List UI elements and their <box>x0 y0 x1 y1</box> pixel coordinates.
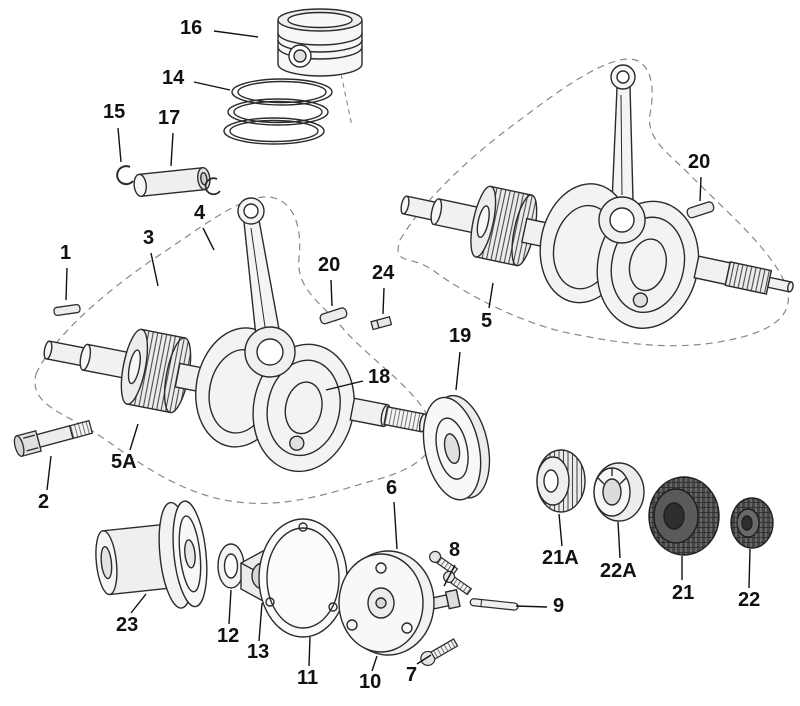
callout-23: 23 <box>116 614 139 636</box>
callout-21: 21 <box>672 582 695 604</box>
callout-14: 14 <box>162 67 185 89</box>
woodruff-key-drawing <box>53 303 81 317</box>
cover-plate-drawing <box>338 550 461 656</box>
hub-drawing <box>95 500 208 609</box>
circlip-2-drawing <box>204 177 221 196</box>
callout-12: 12 <box>217 625 240 647</box>
dowel-pin-left-drawing <box>319 307 348 325</box>
callout-15: 15 <box>103 101 126 123</box>
callout-6: 6 <box>386 477 398 499</box>
clip-drawing <box>370 316 393 331</box>
callout-18: 18 <box>368 366 391 388</box>
callout-2: 2 <box>38 491 50 513</box>
callout-3: 3 <box>143 227 155 249</box>
gasket-drawing <box>258 518 348 638</box>
callout-24: 24 <box>372 262 395 284</box>
callout-4: 4 <box>194 202 206 224</box>
callout-22a: 22A <box>600 560 637 582</box>
dashed-outline-left-assembly <box>34 196 434 505</box>
gear-22-drawing <box>730 497 774 549</box>
pin-9-drawing <box>469 598 519 611</box>
dashed-outline-right-assembly <box>340 58 789 347</box>
dowel-pin-right-drawing <box>686 201 715 219</box>
callout-17: 17 <box>158 107 181 129</box>
washer-drawing <box>217 543 245 589</box>
circlip-drawing <box>116 165 134 186</box>
callout-8: 8 <box>449 539 461 561</box>
leader-lines <box>46 30 751 672</box>
callout-11: 11 <box>297 667 319 689</box>
callout-10: 10 <box>359 671 382 693</box>
drive-plate-drawing <box>422 394 491 501</box>
gear-21-drawing <box>648 476 720 556</box>
gear-21a-drawing <box>536 449 586 513</box>
rod-big-end-right-drawing <box>598 196 646 244</box>
connecting-rod-right-drawing <box>610 64 636 204</box>
callout-13: 13 <box>247 641 270 663</box>
callout-16: 16 <box>180 17 203 39</box>
callout-22: 22 <box>738 589 761 611</box>
callout-7: 7 <box>406 664 418 686</box>
crankshaft-right-drawing <box>400 183 794 329</box>
piston-drawing <box>277 8 363 77</box>
piston-rings-drawing <box>223 78 333 145</box>
clutch-22a-drawing <box>593 462 645 522</box>
callout-19: 19 <box>449 325 472 347</box>
callout-20-right: 20 <box>688 151 711 173</box>
screw-7-drawing <box>420 638 459 667</box>
callout-21a: 21A <box>542 547 579 569</box>
callout-5: 5 <box>481 310 493 332</box>
bolt-drawing <box>13 419 94 458</box>
callout-20-left: 20 <box>318 254 341 276</box>
wrist-pin-drawing <box>133 166 211 198</box>
callout-1: 1 <box>60 242 72 264</box>
connecting-rod-left-drawing <box>237 197 296 378</box>
callout-5a: 5A <box>111 451 137 473</box>
callout-9: 9 <box>553 595 565 617</box>
